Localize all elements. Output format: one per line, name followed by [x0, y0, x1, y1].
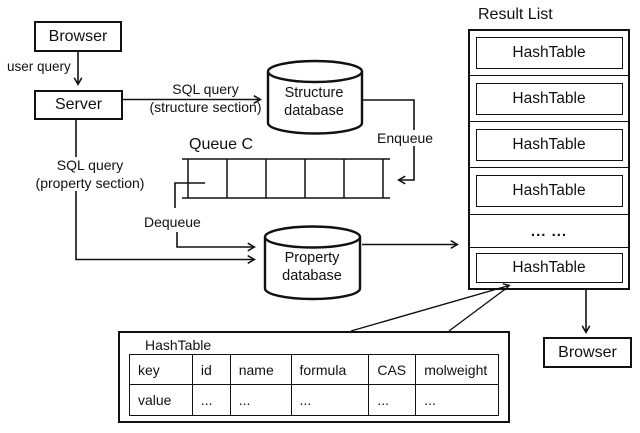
- result-list-row: HashTable: [470, 31, 628, 76]
- structure-db-label: Structure database: [284, 85, 344, 119]
- server-label: Server: [54, 96, 103, 113]
- enqueue-label: Enqueue: [376, 130, 435, 146]
- result-list: HashTable HashTable HashTable HashTable …: [468, 29, 630, 290]
- table-value-cell: ...: [193, 385, 231, 415]
- structure-db-cylinder: [266, 59, 364, 135]
- table-value-cell: value: [130, 385, 193, 415]
- arrow-dequeue: [176, 232, 256, 252]
- queue-cells: [182, 158, 390, 199]
- hashtable-item: HashTable: [475, 82, 623, 115]
- ellipsis-row: ... ...: [470, 215, 628, 248]
- queue-title: Queue C: [189, 136, 254, 153]
- hashtable-item: HashTable: [475, 175, 623, 207]
- hashtable-item: HashTable: [475, 128, 623, 161]
- dequeue-label: Dequeue: [143, 214, 202, 230]
- browser-top-label: Browser: [48, 27, 108, 45]
- ellipsis-label: ... ...: [530, 222, 568, 240]
- hashtable-detail: HashTable key id name formula CAS molwei…: [118, 331, 510, 423]
- table-header-cell: id: [192, 355, 231, 385]
- sql-property-label: SQL query (property section): [32, 157, 148, 191]
- table-value-cell: ...: [231, 385, 292, 415]
- table-header-cell: name: [230, 355, 292, 385]
- table-header-cell: key: [130, 355, 193, 385]
- sql-structure-label: SQL query (structure section): [149, 81, 262, 115]
- hashtable-detail-title: HashTable: [145, 337, 212, 353]
- result-list-row: HashTable: [470, 76, 628, 122]
- table-value-cell: ...: [369, 385, 417, 415]
- result-list-row: HashTable: [470, 248, 628, 288]
- property-db-label: Property database: [282, 250, 342, 284]
- table-header-cell: molweight: [416, 355, 498, 385]
- browser-bottom-label: Browser: [558, 343, 617, 361]
- table-value-cell: ...: [424, 392, 436, 408]
- line-dequeue-hook: [174, 182, 205, 208]
- property-db-cylinder: [263, 225, 362, 301]
- result-list-title: Result List: [478, 6, 553, 23]
- hashtable-item: HashTable: [475, 37, 623, 69]
- table-value-cell: ...: [292, 385, 370, 415]
- browser-top-node: Browser: [34, 21, 122, 52]
- result-list-row: HashTable: [470, 122, 628, 168]
- table-header-cell: formula: [291, 355, 370, 385]
- table-header-cell: CAS: [369, 355, 417, 385]
- hashtable-item: HashTable: [475, 253, 623, 283]
- browser-bottom-node: Browser: [543, 337, 632, 368]
- hashtable-detail-table: key id name formula CAS molweight value …: [129, 354, 499, 416]
- user-query-label: user query: [7, 59, 71, 74]
- result-list-row: HashTable: [470, 168, 628, 215]
- server-node: Server: [34, 90, 123, 120]
